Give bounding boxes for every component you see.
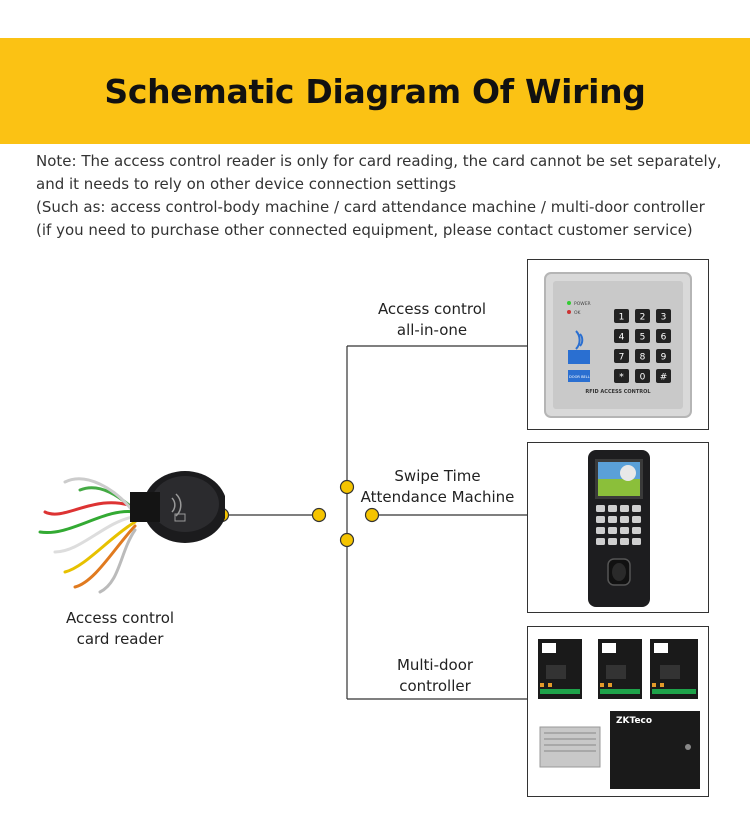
terminal-key: [608, 538, 617, 545]
keypad-key-label: 8: [640, 353, 646, 363]
junction-dot: [311, 507, 327, 523]
keypad-key: [656, 349, 671, 363]
doorbell-text: DOOR BELL: [569, 375, 590, 379]
note-line: and it needs to rely on other device con…: [36, 175, 457, 193]
label-line: Access control: [377, 300, 487, 318]
terminal-key: [596, 527, 605, 534]
terminal-key: [632, 527, 641, 534]
keypad-icon: POWER OK DOOR BELL 1 2 3 4 5 6 7 8 9 * 0 # RFID ACC…: [544, 272, 692, 418]
terminal-key: [596, 516, 605, 523]
terminal-key: [620, 527, 629, 534]
note-text: Note: The access control reader is only …: [36, 150, 736, 242]
terminal-key: [596, 538, 605, 545]
label-line: card reader: [76, 630, 164, 648]
attendance-box: [527, 442, 709, 613]
keypad-key-label: 4: [619, 333, 625, 343]
note-line: Note: The access control reader is only …: [36, 152, 722, 170]
keypad-key: [635, 329, 650, 343]
title-banner: Schematic Diagram Of Wiring: [0, 38, 750, 144]
terminal-key: [596, 505, 605, 512]
keypad-key-label: 3: [661, 313, 667, 323]
keypad-key: [614, 349, 629, 363]
junction-dot: [339, 479, 355, 495]
keypad-key: [614, 329, 629, 343]
panel-footer-text: RFID ACCESS CONTROL: [585, 389, 651, 395]
keypad-key-label: 2: [640, 313, 646, 323]
keypad-key: [614, 309, 629, 323]
card-reader-icon: [38, 471, 225, 594]
controller-label: Multi-door controller: [355, 655, 515, 697]
terminal-key: [620, 538, 629, 545]
brand-text: ZKTeco: [616, 716, 652, 726]
label-line: Swipe Time: [394, 467, 481, 485]
label-line: all-in-one: [396, 321, 468, 339]
junction-dot: [364, 507, 380, 523]
power-text: POWER: [574, 301, 591, 307]
label-line: Multi-door: [396, 656, 474, 674]
all-in-one-label: Access control all-in-one: [352, 299, 512, 341]
terminal-key: [620, 516, 629, 523]
terminal-key: [620, 505, 629, 512]
keypad-key-label: 7: [619, 353, 625, 363]
all-in-one-box: POWER OK DOOR BELL 1 2 3 4 5 6 7 8 9 * 0 # RFID ACC…: [527, 259, 709, 430]
terminal-key: [608, 527, 617, 534]
keypad-key-label: 6: [661, 333, 667, 343]
keypad-key: [656, 309, 671, 323]
ok-text: OK: [574, 310, 582, 316]
note-line: (if you need to purchase other connected…: [36, 221, 693, 239]
keypad-key-label: 0: [640, 373, 646, 383]
label-line: Access control: [65, 609, 175, 627]
fingerprint-terminal-icon: [588, 450, 650, 607]
label-line: Attendance Machine: [360, 488, 515, 506]
keypad-key-label: *: [619, 373, 624, 383]
terminal-key: [632, 538, 641, 545]
keypad-key: [635, 349, 650, 363]
controller-board-icon: ZKTeco: [538, 639, 700, 789]
junction-dot: [339, 532, 355, 548]
keypad-key: [656, 329, 671, 343]
terminal-key: [632, 505, 641, 512]
keypad-key-label: 5: [640, 333, 646, 343]
keypad-key-label: 1: [619, 313, 625, 323]
attendance-label: Swipe Time Attendance Machine: [350, 466, 525, 508]
label-line: controller: [399, 677, 471, 695]
page-title: Schematic Diagram Of Wiring: [104, 71, 646, 111]
keypad-key-label: #: [660, 373, 668, 383]
keypad-key: [635, 369, 650, 383]
note-line: (Such as: access control-body machine / …: [36, 198, 705, 216]
reader-label: Access control card reader: [40, 608, 200, 650]
terminal-key: [632, 516, 641, 523]
terminal-key: [608, 516, 617, 523]
keypad-key: [635, 309, 650, 323]
controller-box: ZKTeco: [527, 626, 709, 797]
keypad-key: [656, 369, 671, 383]
keypad-key: [614, 369, 629, 383]
terminal-key: [608, 505, 617, 512]
keypad-key-label: 9: [661, 353, 667, 363]
